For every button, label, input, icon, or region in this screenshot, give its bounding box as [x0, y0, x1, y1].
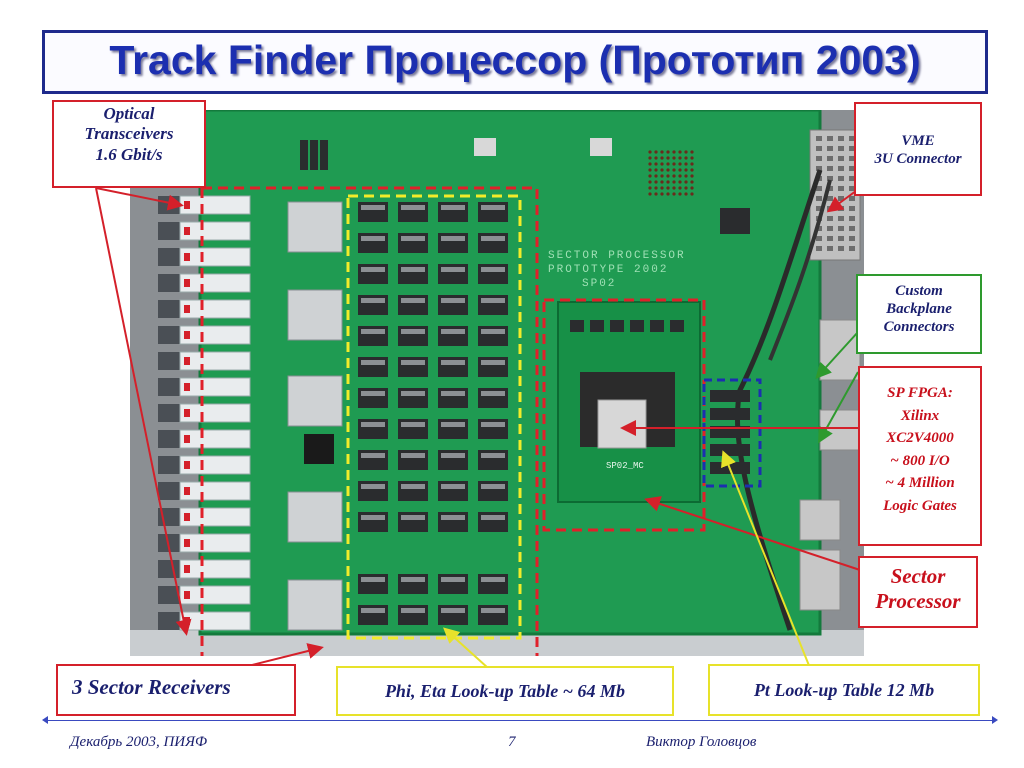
fpga-line-3: XC2V4000 [886, 430, 954, 446]
sector-processor-line-1: Sector [890, 564, 946, 588]
vme-line-2: 3U Connector [874, 151, 962, 167]
footer-author: Виктор Головцов [646, 734, 757, 750]
vme-connector-callout: VME 3U Connector [854, 102, 982, 196]
optical-line-3: 1.6 Gbit/s [95, 144, 163, 164]
footer-date: Декабрь 2003, ПИЯФ [70, 734, 208, 750]
phi-eta-lut-label: Phi, Eta Look-up Table ~ 64 Mb [384, 681, 626, 701]
sector-receivers-label: 3 Sector Receivers [72, 675, 231, 699]
backplane-connectors-callout: Custom Backplane Connectors [856, 274, 982, 354]
vme-line-1: VME [901, 133, 935, 149]
board-text-2: PROTOTYPE 2002 [548, 264, 668, 276]
chip-label: SP02_MC [606, 461, 644, 471]
pt-lut-outline [702, 378, 762, 488]
optical-transceivers-callout: Optical Transceivers 1.6 Gbit/s [52, 100, 206, 188]
phi-eta-lut-outline [346, 194, 522, 640]
board-text-3: SP02 [582, 278, 616, 290]
fpga-line-2: Xilinx [900, 407, 940, 424]
fpga-line-1: SP FPGA: [887, 385, 953, 401]
phi-eta-lut-callout: Phi, Eta Look-up Table ~ 64 Mb [336, 666, 674, 716]
optical-line-1: Optical [103, 104, 155, 123]
backplane-line-3: Connectors [883, 319, 955, 335]
board-text-1: SECTOR PROCESSOR [548, 250, 686, 262]
sector-processor-line-2: Processor [875, 589, 961, 614]
backplane-line-2: Backplane [886, 301, 952, 317]
sector-receivers-outline [200, 186, 539, 656]
slide-title: Track Finder Процессор (Прототип 2003) [109, 37, 921, 83]
fpga-callout: SP FPGA: Xilinx XC2V4000 ~ 800 I/O ~ 4 M… [858, 366, 982, 546]
optical-line-2: Transceivers [84, 124, 174, 144]
page-number: 7 [508, 734, 516, 750]
backplane-line-1: Custom [895, 283, 943, 299]
pt-lut-label: Pt Look-up Table 12 Mb [753, 680, 935, 700]
fpga-line-5: ~ 4 Million [885, 475, 955, 491]
sector-receivers-callout: 3 Sector Receivers [56, 664, 296, 716]
fpga-line-6: Logic Gates [883, 497, 957, 514]
fpga-line-4: ~ 800 I/O [890, 452, 950, 469]
pt-lut-callout: Pt Look-up Table 12 Mb [708, 664, 980, 716]
optical-transceivers [158, 195, 251, 631]
footer-divider [42, 716, 998, 724]
sector-processor-callout: Sector Processor [858, 556, 978, 628]
title-box: Track Finder Процессор (Прототип 2003) [42, 30, 988, 94]
board-photo: SECTOR PROCESSOR PROTOTYPE 2002 SP02 SP0… [130, 110, 864, 656]
